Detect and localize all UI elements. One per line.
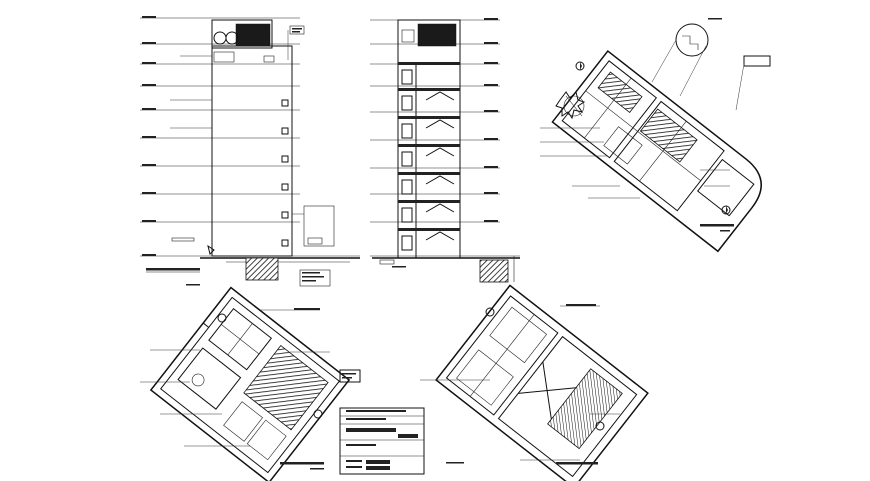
section-windows [401, 69, 413, 251]
section-foundation-hatch [479, 259, 509, 283]
tree-symbol [555, 91, 586, 120]
front-elevation [140, 16, 360, 287]
north-arrow [575, 61, 731, 215]
rooftop-tank-block [235, 23, 271, 47]
section-level-tags [484, 18, 498, 222]
elevation-level-lines [140, 17, 360, 257]
section-stairs [425, 91, 455, 241]
section-floor-slabs [398, 62, 460, 231]
side-section [370, 18, 520, 283]
section-rooftop-block [417, 23, 457, 47]
site-plan [540, 18, 771, 253]
foundation-hatch [245, 257, 279, 281]
parking-hatch-area [243, 345, 329, 431]
typical-floor-plan [420, 284, 649, 481]
schedule-table [339, 407, 425, 475]
ground-floor-plan [140, 286, 361, 481]
site-plan-leaders [540, 127, 730, 199]
elevation-level-tags [142, 16, 156, 256]
elevation-window-tags [281, 99, 289, 247]
